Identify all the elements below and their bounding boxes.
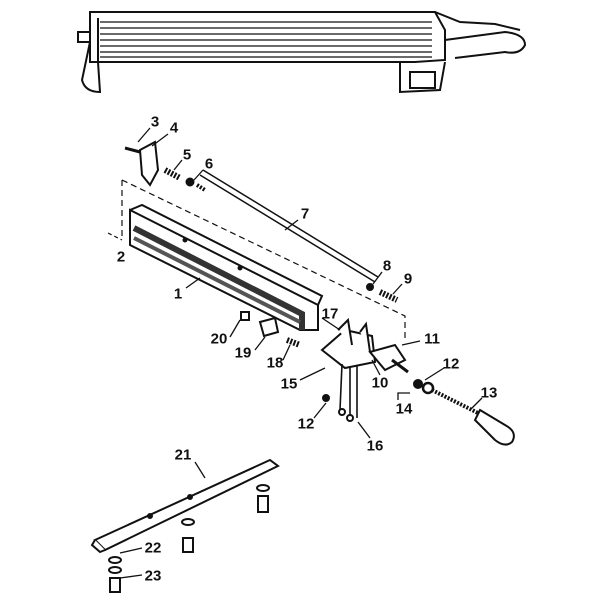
assembled-fence bbox=[77, 11, 527, 94]
callout-16: 16 bbox=[366, 437, 384, 455]
spring-5 bbox=[163, 167, 182, 181]
clamp-assembly bbox=[320, 317, 409, 422]
assembly-dashed-outline bbox=[121, 179, 406, 340]
fence-rail bbox=[129, 203, 324, 331]
bottom-rail bbox=[90, 458, 280, 554]
callout-4: 4 bbox=[169, 119, 179, 137]
callout-1: 1 bbox=[173, 285, 183, 303]
callout-19: 19 bbox=[234, 344, 252, 362]
callout-22: 22 bbox=[144, 539, 162, 557]
handle bbox=[431, 388, 481, 416]
callout-6: 6 bbox=[204, 155, 214, 173]
callout-11: 11 bbox=[424, 330, 440, 348]
callout-15: 15 bbox=[280, 375, 298, 393]
callout-20: 20 bbox=[210, 330, 228, 348]
callout-12: 12 bbox=[442, 355, 460, 373]
callout-21: 21 bbox=[174, 446, 192, 464]
callout-5: 5 bbox=[182, 146, 192, 164]
callout-8: 8 bbox=[382, 257, 392, 275]
callout-2: 2 bbox=[116, 248, 126, 266]
callout-10: 10 bbox=[371, 374, 389, 392]
callout-7: 7 bbox=[300, 205, 310, 223]
callout-14: 14 bbox=[395, 400, 413, 418]
spring-9 bbox=[378, 289, 399, 303]
callout-18: 18 bbox=[266, 354, 284, 372]
callout-23: 23 bbox=[144, 567, 162, 585]
callout-3: 3 bbox=[150, 113, 160, 131]
callout-12-lower: 12 bbox=[297, 415, 315, 433]
bracket bbox=[138, 140, 160, 187]
callout-17: 17 bbox=[321, 305, 339, 323]
bolts-and-washers bbox=[108, 484, 270, 593]
callout-9: 9 bbox=[403, 270, 413, 288]
callout-13: 13 bbox=[480, 384, 498, 402]
leader-lines bbox=[119, 127, 483, 579]
